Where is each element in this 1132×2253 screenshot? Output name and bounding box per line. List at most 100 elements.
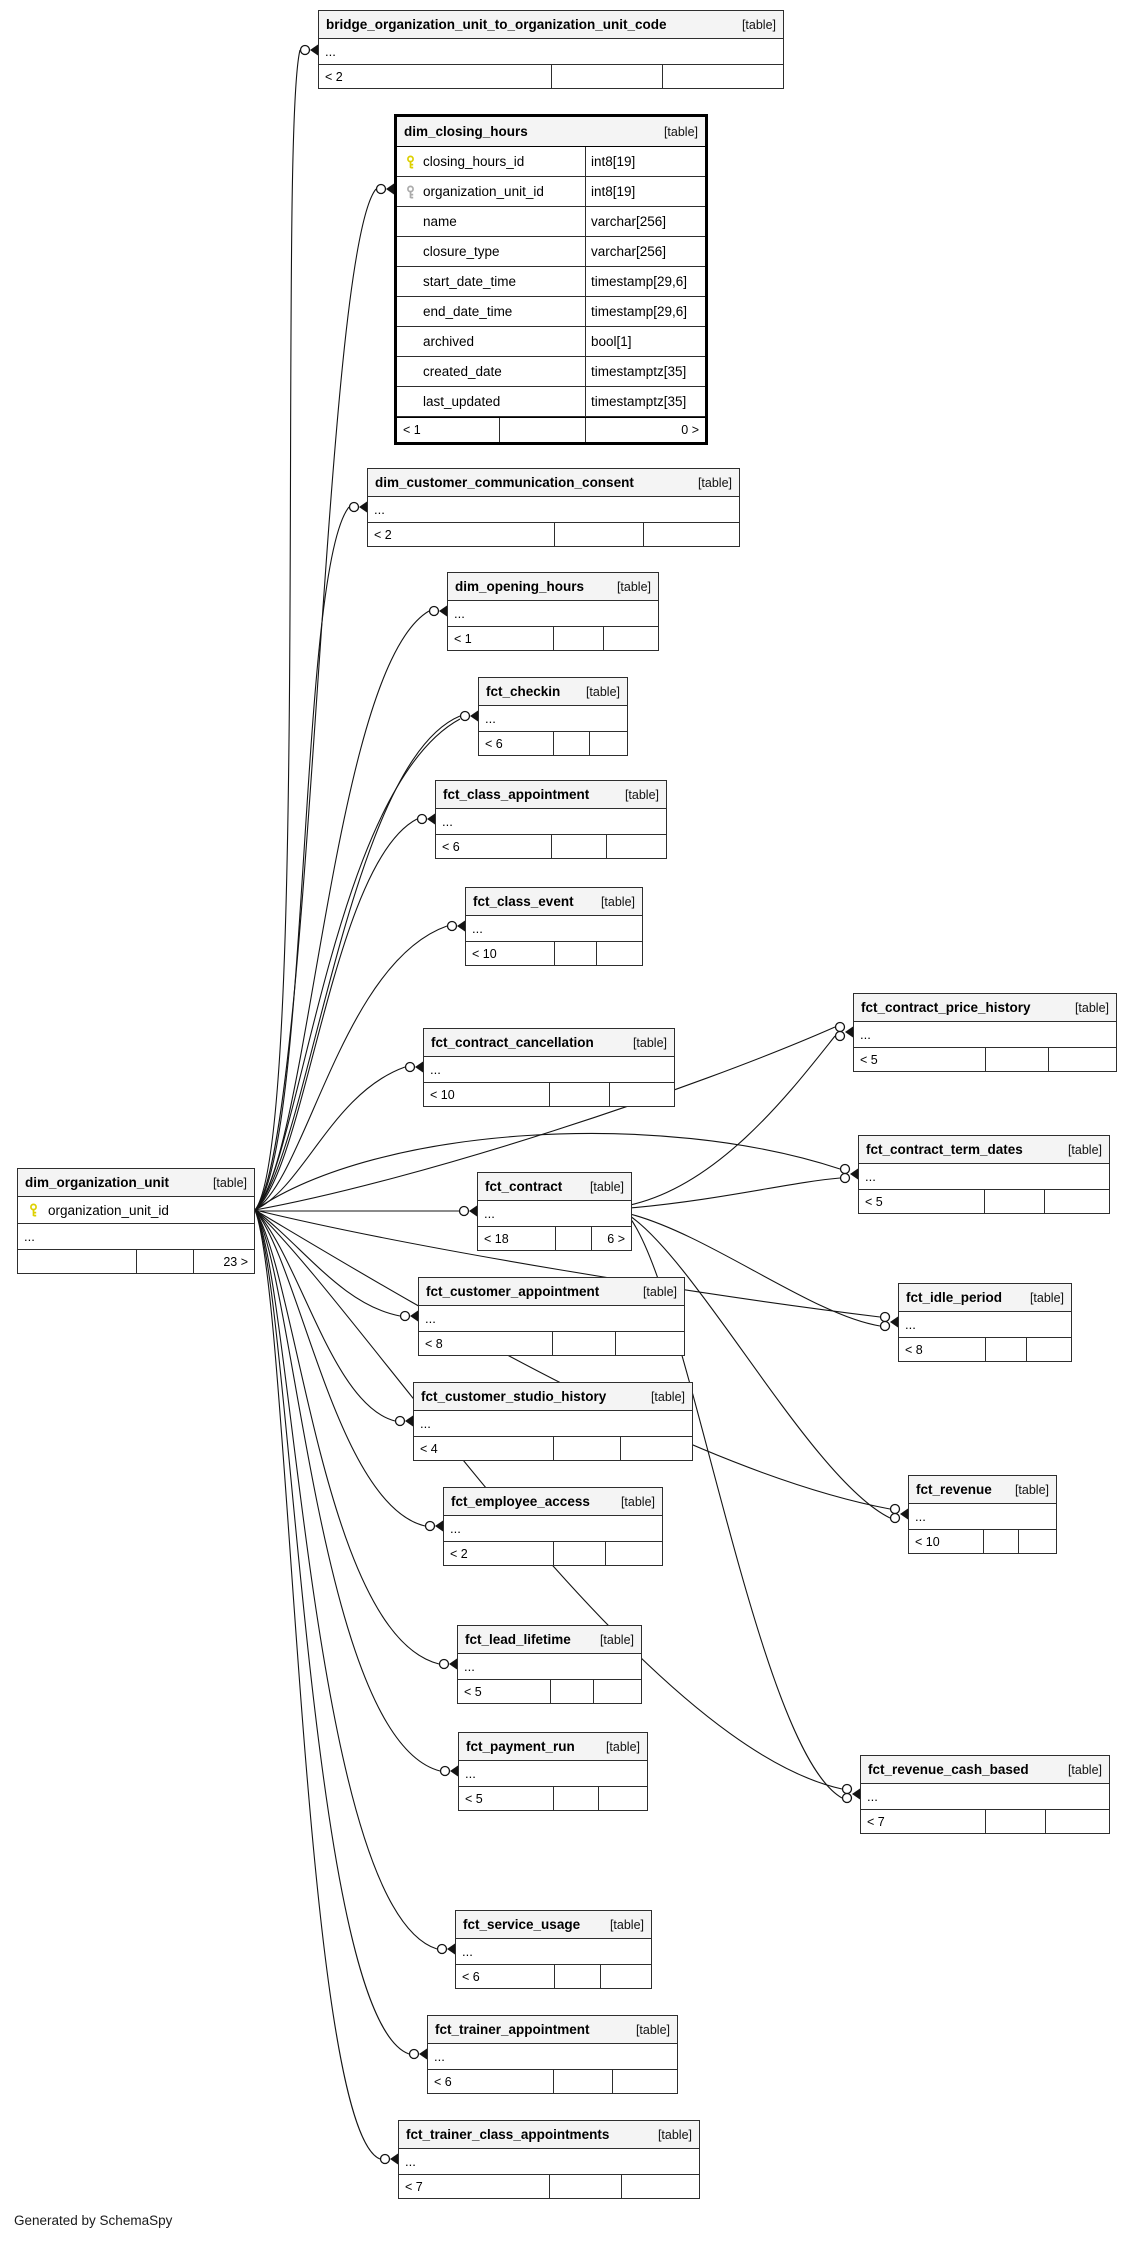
table-fct-contract-price-history[interactable]: fct_contract_price_history [table] ... < … xyxy=(853,993,1117,1072)
parent-count: < 7 xyxy=(405,2179,423,2194)
table-fct-idle-period[interactable]: fct_idle_period[table] ... < 8 xyxy=(898,1283,1072,1362)
table-fct-service-usage[interactable]: fct_service_usage[table] ... < 6 xyxy=(455,1910,652,1989)
columns-ellipsis: ... xyxy=(462,1944,473,1959)
columns-ellipsis: ... xyxy=(420,1416,431,1431)
columns-ellipsis: ... xyxy=(465,1766,476,1781)
table-dim-closing-hours[interactable]: dim_closing_hours[table] closing_hours_i… xyxy=(394,114,708,445)
table-fct-revenue[interactable]: fct_revenue[table] ... < 10 xyxy=(908,1475,1057,1554)
child-count xyxy=(1044,1190,1109,1213)
columns-ellipsis: ... xyxy=(905,1317,916,1332)
child-count xyxy=(603,627,658,650)
table-name: fct_contract xyxy=(485,1179,563,1194)
child-count: 0 > xyxy=(584,418,705,442)
primary-key-icon xyxy=(18,1203,48,1217)
columns-ellipsis: ... xyxy=(24,1229,35,1244)
table-badge: [table] xyxy=(663,124,698,139)
table-badge: [table] xyxy=(650,1389,685,1404)
columns-ellipsis: ... xyxy=(405,2154,416,2169)
table-fct-customer-appointment[interactable]: fct_customer_appointment[table] ... < 8 xyxy=(418,1277,685,1356)
column-row: organization_unit_id xyxy=(18,1197,254,1224)
columns-ellipsis: ... xyxy=(450,1521,461,1536)
table-fct-trainer-class-appointments[interactable]: fct_trainer_class_appointments [table] ..… xyxy=(398,2120,700,2199)
child-count xyxy=(1044,1810,1109,1833)
columns-ellipsis: ... xyxy=(915,1509,926,1524)
child-count xyxy=(593,1680,641,1703)
table-name: bridge_organization_unit_to_organization… xyxy=(326,17,667,32)
table-badge: [table] xyxy=(697,475,732,490)
table-fct-employee-access[interactable]: fct_employee_access[table] ... < 2 xyxy=(443,1487,663,1566)
parent-count: < 1 xyxy=(454,631,472,646)
pk-column-name: organization_unit_id xyxy=(48,1202,169,1218)
parent-count: < 6 xyxy=(434,2074,452,2089)
parent-count: < 5 xyxy=(464,1684,482,1699)
table-fct-trainer-appointment[interactable]: fct_trainer_appointment[table] ... < 6 xyxy=(427,2015,678,2094)
parent-count: < 5 xyxy=(860,1052,878,1067)
relationship-curves xyxy=(254,49,891,2160)
parent-count: < 8 xyxy=(425,1336,443,1351)
table-name: fct_payment_run xyxy=(466,1739,575,1754)
columns-ellipsis: ... xyxy=(430,1062,441,1077)
table-badge: [table] xyxy=(600,894,635,909)
parent-count: < 10 xyxy=(915,1534,940,1549)
table-dim-organization-unit[interactable]: dim_organization_unit[table] organizatio… xyxy=(17,1168,255,1274)
table-dim-opening-hours[interactable]: dim_opening_hours[table] ... < 1 xyxy=(447,572,659,651)
table-fct-contract-term-dates[interactable]: fct_contract_term_dates[table] ... < 5 xyxy=(858,1135,1110,1214)
table-badge: [table] xyxy=(585,684,620,699)
table-fct-revenue-cash-based[interactable]: fct_revenue_cash_based[table] ... < 7 xyxy=(860,1755,1110,1834)
child-count xyxy=(619,1437,692,1460)
table-fct-payment-run[interactable]: fct_payment_run[table] ... < 5 xyxy=(458,1732,648,1811)
columns-ellipsis: ... xyxy=(484,1206,495,1221)
table-badge: [table] xyxy=(1067,1142,1102,1157)
table-name: dim_opening_hours xyxy=(455,579,585,594)
table-name: fct_revenue xyxy=(916,1482,992,1497)
columns-ellipsis: ... xyxy=(867,1789,878,1804)
child-count xyxy=(621,2175,699,2198)
table-fct-class-appointment[interactable]: fct_class_appointment[table] ... < 6 xyxy=(435,780,667,859)
child-count xyxy=(662,65,783,88)
columns-ellipsis: ... xyxy=(464,1659,475,1674)
table-name: fct_contract_price_history xyxy=(861,1000,1031,1015)
table-badge: [table] xyxy=(589,1179,624,1194)
table-fct-contract-cancellation[interactable]: fct_contract_cancellation[table] ... < 1… xyxy=(423,1028,675,1107)
table-badge: [table] xyxy=(632,1035,667,1050)
parent-count: < 6 xyxy=(462,1969,480,1984)
table-name: fct_trainer_class_appointments xyxy=(406,2127,610,2142)
table-fct-class-event[interactable]: fct_class_event[table] ... < 10 xyxy=(465,887,643,966)
table-name: fct_contract_term_dates xyxy=(866,1142,1023,1157)
columns-ellipsis: ... xyxy=(865,1169,876,1184)
table-fct-checkin[interactable]: fct_checkin[table] ... < 6 xyxy=(478,677,628,756)
table-name: fct_lead_lifetime xyxy=(465,1632,571,1647)
child-count xyxy=(606,835,666,858)
parent-count: < 1 xyxy=(403,423,421,437)
table-badge: [table] xyxy=(657,2127,692,2142)
table-fct-customer-studio-history[interactable]: fct_customer_studio_history[table] ... <… xyxy=(413,1382,693,1461)
columns-ellipsis: ... xyxy=(425,1311,436,1326)
parent-count: < 6 xyxy=(485,736,503,751)
primary-key-icon xyxy=(397,147,423,176)
table-badge: [table] xyxy=(620,1494,655,1509)
table-dim-customer-communication-consent[interactable]: dim_customer_communication_consent [table… xyxy=(367,468,740,547)
table-fct-lead-lifetime[interactable]: fct_lead_lifetime[table] ... < 5 xyxy=(457,1625,642,1704)
parent-count: < 18 xyxy=(484,1231,509,1246)
child-count xyxy=(596,942,642,965)
child-count xyxy=(612,2070,677,2093)
table-badge: [table] xyxy=(609,1917,644,1932)
table-name: fct_trainer_appointment xyxy=(435,2022,590,2037)
table-name: dim_customer_communication_consent xyxy=(375,475,634,490)
table-badge: [table] xyxy=(1074,1000,1109,1015)
columns-ellipsis: ... xyxy=(860,1027,871,1042)
parent-count: < 2 xyxy=(374,527,392,542)
columns-ellipsis: ... xyxy=(434,2049,445,2064)
columns-ellipsis: ... xyxy=(454,606,465,621)
table-name: fct_employee_access xyxy=(451,1494,590,1509)
table-bridge-organization-unit-to-organization-unit-code[interactable]: bridge_organization_unit_to_organization… xyxy=(318,10,784,89)
